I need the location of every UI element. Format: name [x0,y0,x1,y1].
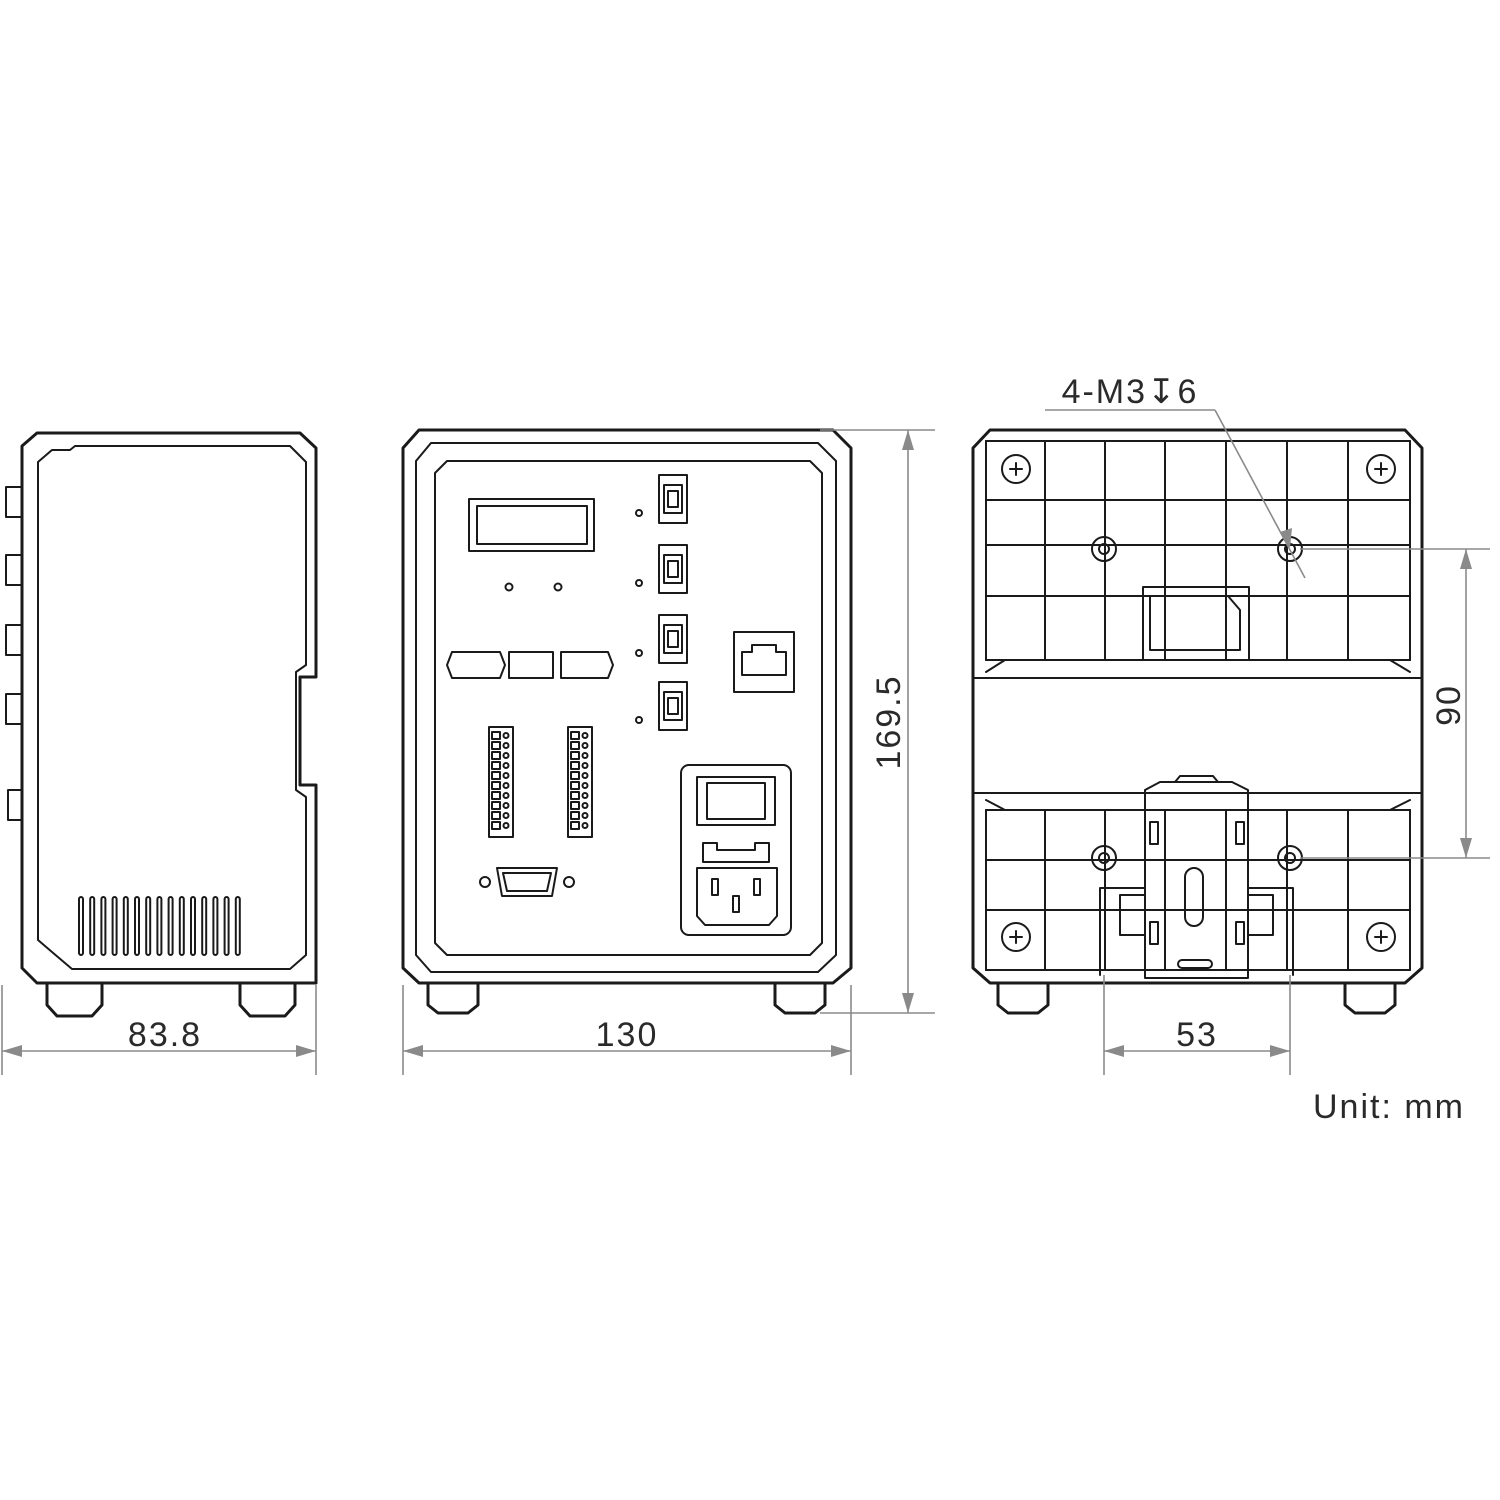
fuse-holder-icon [702,842,770,863]
front-height-dimension: 169.5 [820,429,935,1014]
db9-serial-port-icon [479,867,575,897]
side-inner-panel [37,445,307,970]
din-rail-channel [972,659,1423,811]
power-inlet-icon [696,867,778,926]
front-bezel [415,442,837,973]
indicator-led [504,582,514,592]
back-outer-body [971,428,1424,985]
side-foot-left [45,981,104,1018]
din-clip-lower [1099,775,1294,979]
side-connectors [5,486,23,941]
front-foot-left [426,981,480,1015]
terminal-block-left [488,726,514,838]
front-width-dimension: 130 [402,985,852,1075]
hole-horizontal-dimension: 53 [1103,975,1291,1075]
hole-horizontal-label: 53 [1176,1016,1218,1054]
mounting-hole-callout: 4-M3↧6 [1045,373,1306,579]
side-width-label: 83.8 [128,1016,202,1054]
side-outer-body [20,431,318,985]
back-rib-grid-bottom [985,809,1411,971]
indicator-led [553,582,563,592]
side-view: 83.8 [1,431,318,1075]
front-view: 169.5 130 [401,428,935,1075]
side-foot-right [238,981,297,1018]
front-foot-right [773,981,827,1015]
back-foot-left [996,981,1050,1015]
corner-screws [1001,454,1396,952]
terminal-block-right [567,726,593,838]
side-vent-slots [78,896,241,956]
display-window [468,498,595,552]
front-width-label: 130 [596,1016,659,1054]
back-view: 4-M3↧6 90 53 [971,373,1490,1075]
hole-vertical-dimension: 90 [1300,548,1490,859]
front-panel [434,460,823,956]
small-connectors [635,474,688,731]
back-rib-grid-top [985,440,1411,661]
ethernet-port-icon [733,631,795,693]
front-buttons [446,651,614,679]
back-foot-right [1343,981,1397,1015]
power-module [680,764,792,936]
power-switch-icon [696,776,776,826]
unit-label: Unit: mm [1313,1088,1465,1126]
mounting-holes-label: 4-M3↧6 [1062,373,1199,411]
height-label: 169.5 [870,674,908,769]
hole-vertical-label: 90 [1430,684,1468,726]
side-width-dimension: 83.8 [1,985,317,1075]
din-clip-upper [1142,586,1250,661]
front-outer-body [401,428,853,985]
